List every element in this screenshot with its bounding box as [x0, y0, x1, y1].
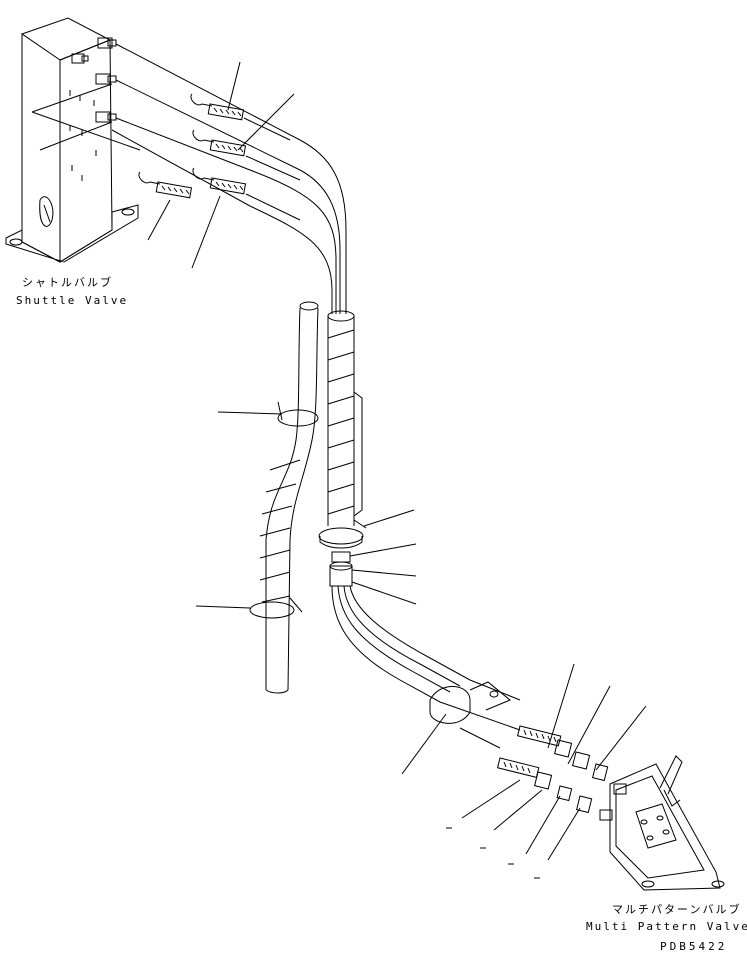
multi-pattern-valve-label-jp: マルチパターンバルブ: [612, 903, 742, 916]
spiral-wrapped-bundle: [328, 311, 362, 526]
drawing-code: PDB5422: [660, 940, 728, 953]
hoses-lower: [332, 586, 520, 748]
shuttle-valve-label-jp: シャトルバルブ: [22, 276, 113, 289]
lower-clamp-bracket: [430, 682, 510, 723]
bundle-coupling: [330, 552, 352, 586]
leader-lines-upper: [148, 62, 294, 268]
bundle-clamp: [319, 520, 366, 548]
leader-lines-middle: [196, 412, 416, 608]
multi-pattern-valve: [600, 756, 724, 890]
hose-fittings-upper: [139, 94, 246, 198]
hose-clamps-left: [250, 402, 318, 618]
hose-fittings-lower: [498, 726, 608, 812]
multi-pattern-valve-label-en: Multi Pattern Valve: [586, 920, 747, 933]
hoses-upper: [112, 44, 346, 314]
shuttle-fittings: [72, 38, 116, 122]
leader-lines-lower: [402, 664, 646, 878]
left-spiral-hose: [260, 302, 318, 693]
shuttle-valve-label-en: Shuttle Valve: [16, 294, 129, 307]
shuttle-valve: [6, 18, 140, 262]
